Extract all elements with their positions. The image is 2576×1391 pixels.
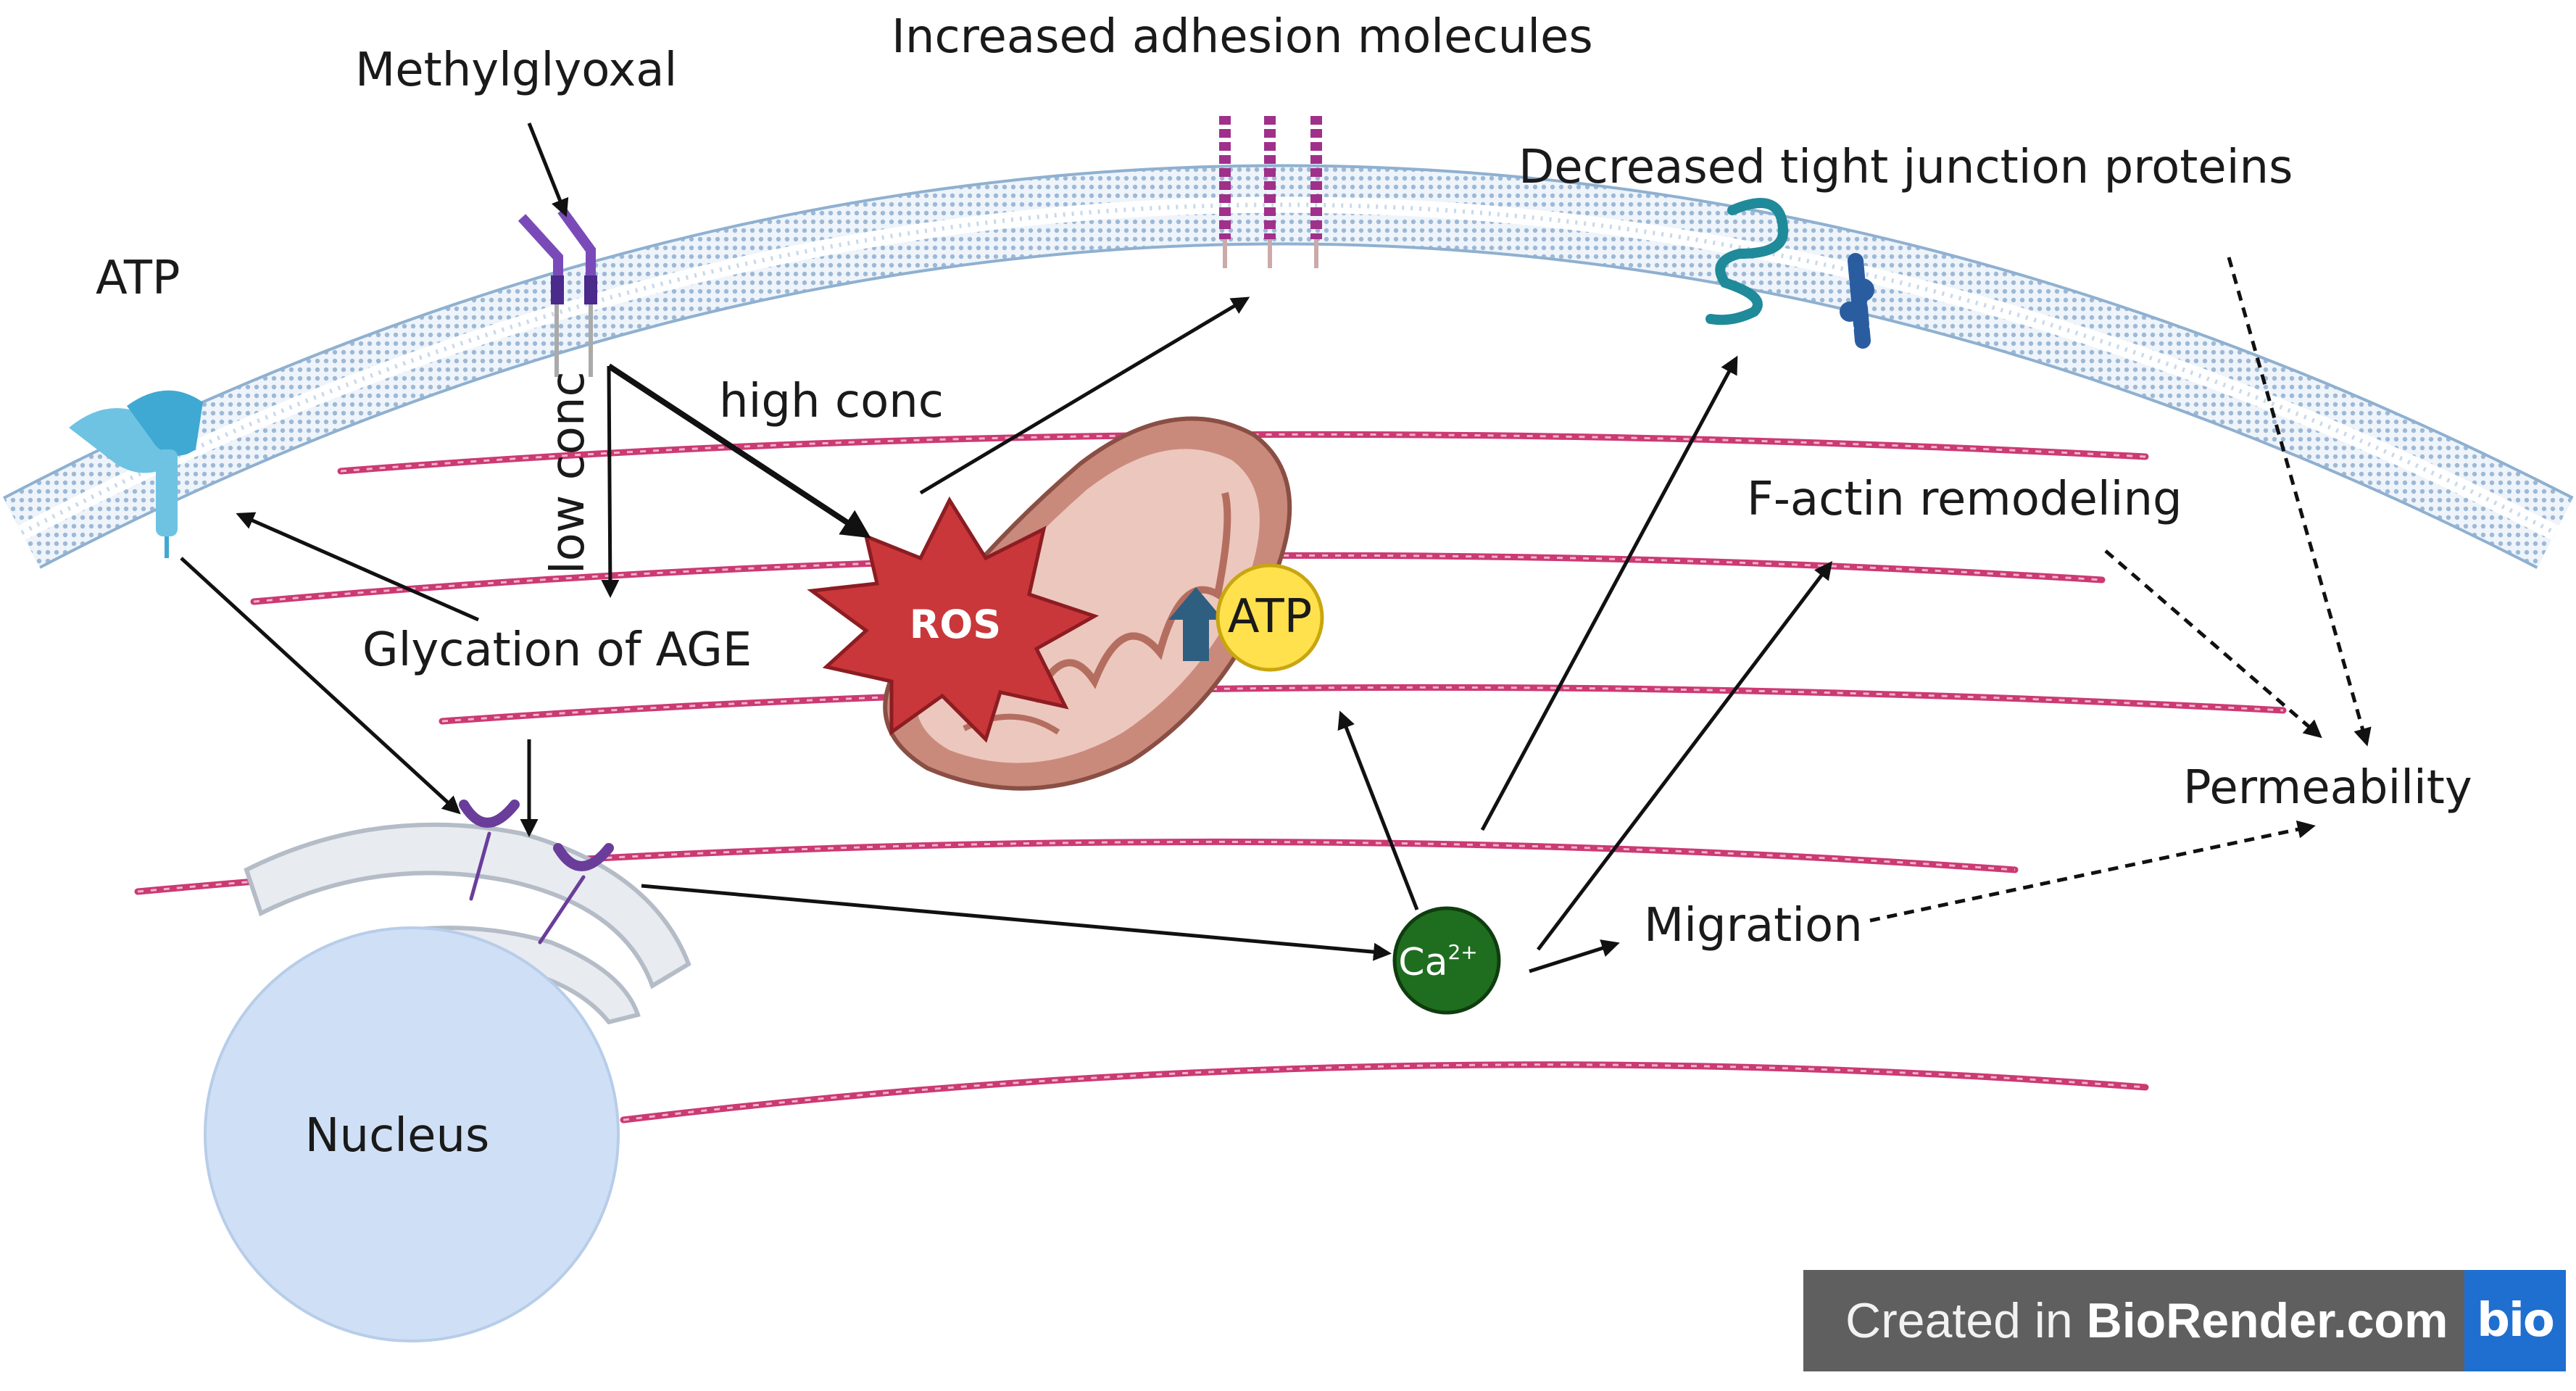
watermark-prefix: Created in [1845,1293,2087,1348]
watermark-brand: BioRender.com [2086,1293,2448,1348]
age-receptor-icon [459,800,614,944]
arrow-calcium-factin [1537,561,1833,951]
arrow-low-conc [601,365,620,598]
glycation-label: Glycation of AGE [362,623,752,677]
arrow-calcium-tight [1480,355,1738,831]
arrow-methylglyoxal [527,123,569,217]
calcium-symbol: Ca [1398,941,1447,984]
nucleus-icon [204,926,620,1342]
calcium-charge: 2+ [1447,940,1477,964]
watermark-text: Created in BioRender.com [1803,1292,2464,1349]
adhesion-molecules-icon [1219,116,1322,268]
calcium-label: Ca2+ [1398,940,1477,984]
increase-arrow-icon [1168,587,1223,661]
arrow-atp-er [180,557,461,815]
high-conc-label: high conc [719,375,944,428]
dashed-arrow-factin [2104,549,2322,739]
tight-junction-protein-icon [1705,198,1874,349]
arrow-calcium-mito [1337,710,1419,910]
migration-label: Migration [1644,899,1863,952]
cell-membrane [3,164,2574,569]
low-conc-label: low conc [541,371,595,574]
ros-label: ROS [910,602,1001,647]
dashed-arrow-migration [1869,820,2316,923]
atp-circle [1216,563,1324,672]
arrow-glycation-atp [236,512,480,622]
tight-junction-label: Decreased tight junction proteins [1518,141,2293,194]
methylglyoxal-receptor-icon [518,207,597,377]
permeability-label: Permeability [2183,761,2472,815]
methylglyoxal-label: Methylglyoxal [355,43,677,97]
nucleus-label: Nucleus [305,1109,490,1163]
ros-burst [807,496,1100,743]
dashed-arrows [1869,257,2372,923]
atp-mito-label: ATP [1228,590,1313,644]
arrow-high-conc [607,363,871,539]
dashed-arrow-membrane [2227,257,2372,747]
arrow-er-calcium [641,884,1392,961]
arrows [180,123,1833,973]
arrow-calcium-migration [1529,939,1620,973]
biorender-logo-icon: bio [2464,1270,2566,1371]
atp-receptor-icon [69,390,203,558]
biorender-watermark: Created in BioRender.com bio [1803,1270,2566,1371]
arrow-ros-adhesion [919,296,1250,495]
f-actin-label: F-actin remodeling [1747,473,2182,526]
calcium-circle [1392,906,1501,1015]
atp-receptor-label: ATP [96,252,180,305]
adhesion-label: Increased adhesion molecules [892,10,1593,64]
